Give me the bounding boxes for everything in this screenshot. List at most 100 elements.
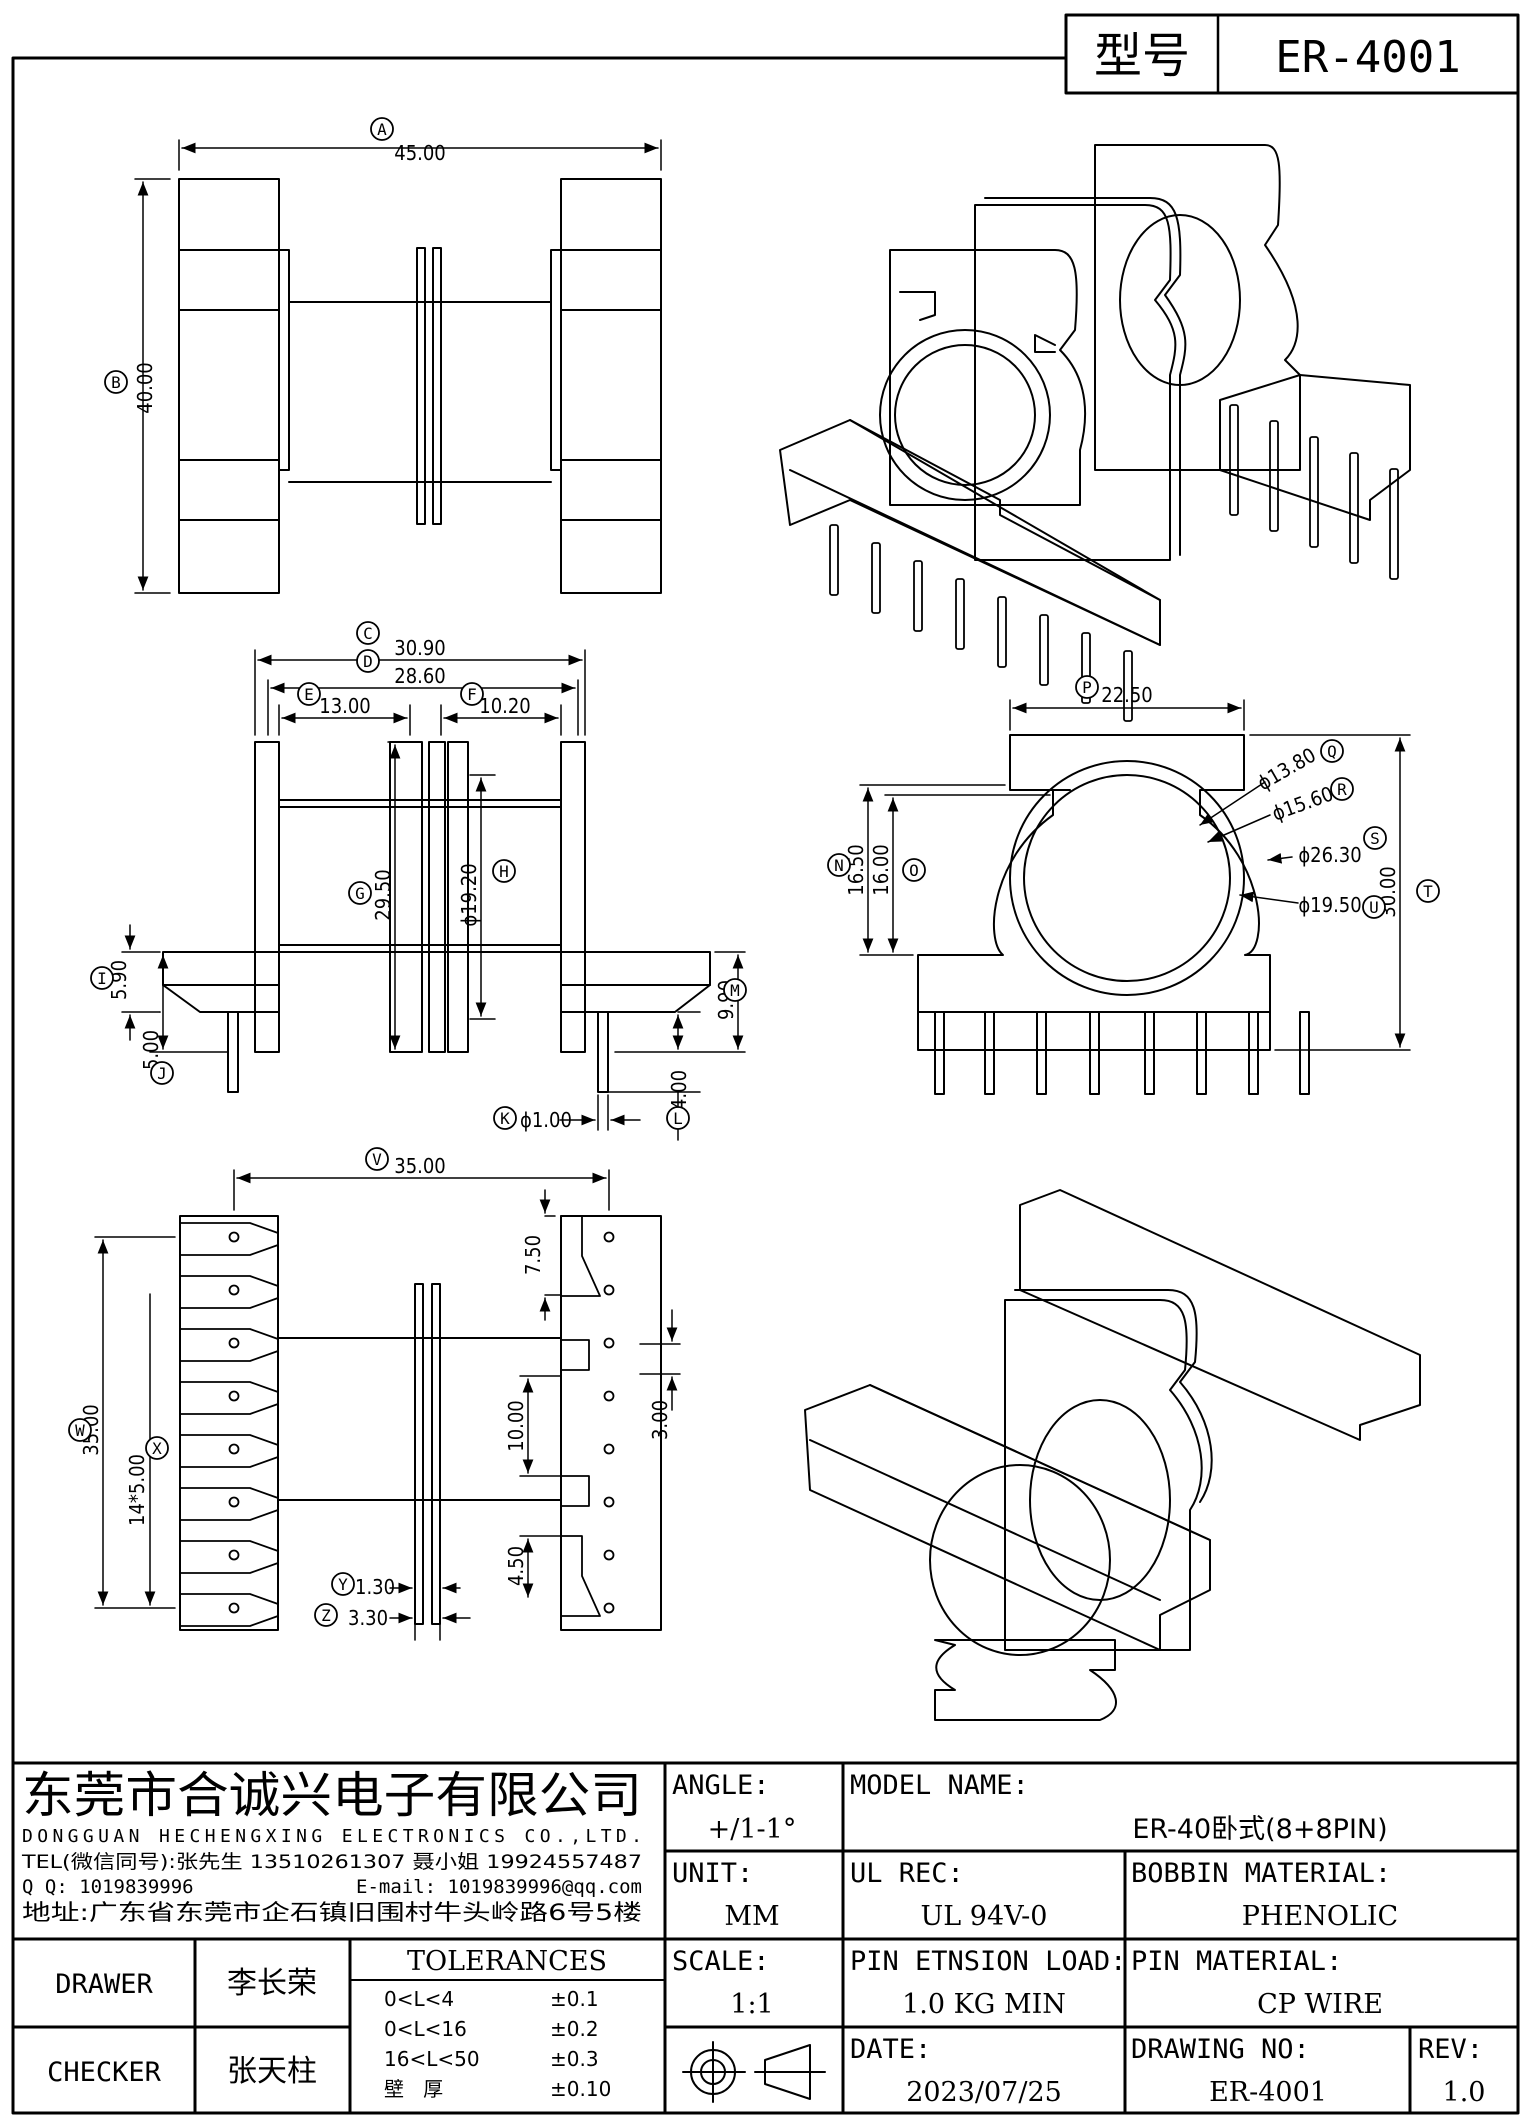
balloon-e-label: E [304,685,314,704]
dim-R-value: ϕ15.60 [1269,781,1337,825]
pin-hole [228,1390,240,1402]
balloon-w-label: W [75,1421,85,1440]
pin [955,578,965,650]
company-tel: TEL(微信同号):张先生 13510261307 聂小姐 1992455748… [21,1851,642,1873]
dim-Y-value: 1.30 [355,1575,395,1599]
bobbin-material-value: PHENOLIC [1242,1901,1398,1932]
pin-hole [228,1443,240,1455]
dim-7-50-value: 7.50 [521,1235,545,1275]
tolerances-label: TOLERANCES [407,1946,607,1977]
dim-O-value: 16.00 [869,844,893,896]
balloon-z-label: Z [321,1606,331,1625]
balloon-n-label: N [834,856,844,875]
pin-hole [228,1602,240,1614]
tolerance-value: ±0.3 [550,2047,599,2071]
pin-tab [179,1487,279,1521]
pin [1389,468,1399,580]
dim-D-value: 28.60 [394,664,446,688]
pin [1039,614,1049,686]
bobbin-material-label: BOBBIN MATERIAL: [1131,1858,1391,1889]
dim-A-value: 45.00 [394,141,446,165]
dim-3-00-value: 3.00 [648,1400,672,1440]
dim-U-value: ϕ19.50 [1298,893,1361,917]
dim-X-value: 14*5.00 [125,1454,149,1526]
pin-tab [179,1222,279,1256]
pin [1269,420,1279,532]
balloon-f-label: F [467,685,477,704]
balloon-r-label: R [1337,780,1347,799]
company-qq: Q Q: 1019839996 [22,1876,194,1898]
drawing-no-value: ER-4001 [1209,2077,1327,2108]
balloon-c [356,621,380,645]
dim-4-50-value: 4.50 [504,1546,528,1586]
date-label: DATE: [850,2034,931,2065]
angle-value: +/1-1° [708,1814,797,1845]
balloon-a [370,117,394,141]
balloon-z [314,1603,338,1627]
balloon-h-label: H [499,862,509,881]
pin-tab [179,1434,279,1468]
pin-tab [179,1328,279,1362]
tolerance-value: ±0.2 [550,2017,599,2041]
pin-hole [603,1602,615,1614]
balloon-x [145,1436,169,1460]
company-address: 地址:广东省东莞市企石镇旧围村牛头岭路6号5楼 [22,1901,642,1926]
pin-tab [179,1275,279,1309]
balloon-h [492,859,516,883]
balloon-y-label: Y [338,1575,348,1594]
balloon-b-label: B [111,373,121,392]
balloon-k [493,1106,517,1130]
drawing-no-label: DRAWING NO: [1131,2034,1310,2065]
balloon-d [356,649,380,673]
company-name-en: DONGGUAN HECHENGXING ELECTRONICS CO.,LTD… [22,1826,642,1847]
balloon-d-label: D [363,652,373,671]
sheet-border [11,56,1520,2115]
top-view [134,139,662,594]
balloon-b [104,370,128,394]
isometric-view-bottom [804,1189,1421,1721]
checker-label: CHECKER [47,2057,162,2088]
balloon-v [365,1147,389,1171]
dim-L-value: 4.00 [667,1070,691,1110]
pin-tab [179,1593,279,1627]
dim-10-00-value: 10.00 [504,1400,528,1452]
drawer-label: DRAWER [55,1969,153,2000]
pin-hole [228,1231,240,1243]
pin-hole [603,1390,615,1402]
scale-value: 1:1 [730,1989,773,2020]
pin [1229,404,1239,516]
dim-Z-value: 3.30 [348,1606,388,1630]
pin-hole [603,1549,615,1561]
balloon-t-label: T [1423,882,1433,901]
isometric-view-top [779,144,1411,722]
pin-hole [603,1284,615,1296]
pin [1349,452,1359,564]
pin-hole [228,1284,240,1296]
ul-label: UL REC: [850,1858,964,1889]
balloon-s-label: S [1370,829,1380,848]
dim-P-value: 22.50 [1101,683,1153,707]
pin [871,542,881,614]
pin-load-label: PIN ETNSION LOAD: [850,1946,1126,1977]
balloon-l [666,1106,690,1130]
pin [1123,650,1133,722]
scale-label: SCALE: [672,1946,770,1977]
dim-C-value: 30.90 [394,636,446,660]
pin-hole [228,1496,240,1508]
balloon-x-label: X [152,1439,162,1458]
dim-G-value: 29.50 [371,869,395,921]
company-name-cn: 东莞市合诚兴电子有限公司 [22,1767,642,1824]
balloon-o [902,858,926,882]
pin [1309,436,1319,548]
balloon-u-label: U [1369,898,1379,917]
pin [913,560,923,632]
balloon-t [1416,879,1440,903]
balloon-q-label: Q [1327,742,1337,761]
balloon-y [331,1572,355,1596]
pin-hole [228,1549,240,1561]
dim-V-value: 35.00 [394,1154,446,1178]
pin-tab [179,1540,279,1574]
pin-tab [179,1381,279,1415]
